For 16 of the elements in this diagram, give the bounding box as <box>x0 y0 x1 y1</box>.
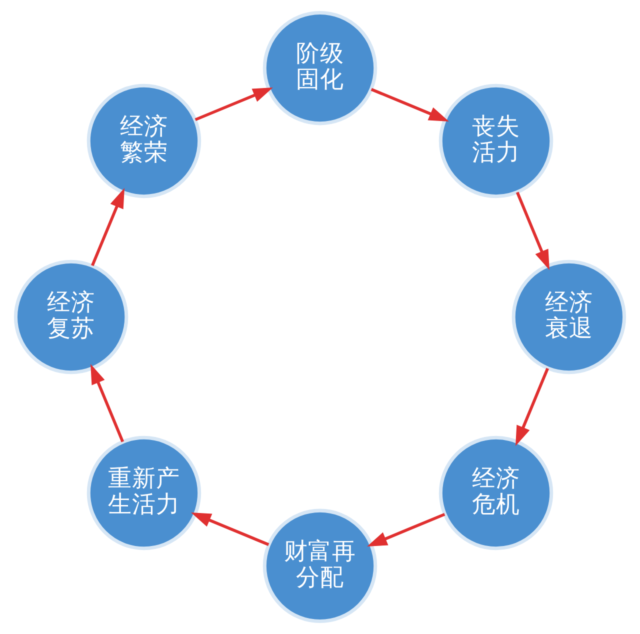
node-circle: 丧失活力 <box>438 84 554 198</box>
arrow <box>191 512 270 546</box>
node-circle: 经济危机 <box>438 436 554 550</box>
arrow <box>90 364 124 442</box>
arrow <box>370 88 449 122</box>
arrow <box>194 88 273 122</box>
arrow <box>90 188 124 266</box>
node-circle: 经济繁荣 <box>86 84 202 198</box>
node-circle: 财富再分配 <box>262 508 378 624</box>
node-circle: 经济衰退 <box>512 260 626 374</box>
node-circle: 经济复苏 <box>14 260 128 374</box>
arrow <box>367 512 446 546</box>
node-circle: 阶级固化 <box>262 10 378 126</box>
arrow <box>516 368 549 446</box>
node-circle: 重新产生活力 <box>86 436 202 550</box>
arrow <box>516 192 550 270</box>
